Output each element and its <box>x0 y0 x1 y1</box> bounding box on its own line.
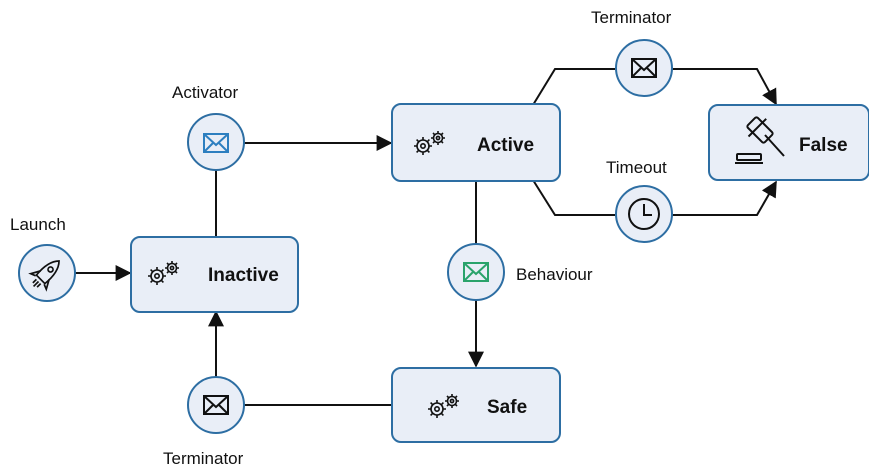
event-behaviour-label: Behaviour <box>516 265 593 284</box>
event-timeout-label: Timeout <box>606 158 667 177</box>
rocket-icon <box>28 260 60 292</box>
edge-terminator-top-false <box>672 68 777 106</box>
gavel-icon <box>735 116 785 164</box>
event-terminator-top[interactable] <box>615 39 673 97</box>
state-safe-label: Safe <box>487 397 527 418</box>
edge-active-terminator-top <box>532 68 615 106</box>
state-active[interactable]: Active <box>391 103 561 182</box>
edges <box>75 68 777 406</box>
clock-icon <box>628 198 660 230</box>
edge-active-timeout <box>532 179 615 216</box>
event-behaviour[interactable] <box>447 243 505 301</box>
event-terminator-top-label: Terminator <box>591 8 672 27</box>
state-inactive[interactable]: Inactive <box>130 236 299 313</box>
state-safe[interactable]: Safe <box>391 367 561 443</box>
state-false-label: False <box>799 135 848 156</box>
event-activator-label: Activator <box>172 83 238 102</box>
event-timeout[interactable] <box>615 185 673 243</box>
event-terminator-bottom[interactable] <box>187 376 245 434</box>
state-active-label: Active <box>477 135 534 156</box>
event-terminator-bottom-label: Terminator <box>163 449 244 468</box>
event-activator[interactable] <box>187 113 245 171</box>
event-launch-label: Launch <box>10 215 66 234</box>
edge-timeout-false <box>672 180 777 216</box>
state-inactive-label: Inactive <box>208 265 279 286</box>
event-launch[interactable] <box>18 244 76 302</box>
state-false[interactable]: False <box>708 104 869 181</box>
